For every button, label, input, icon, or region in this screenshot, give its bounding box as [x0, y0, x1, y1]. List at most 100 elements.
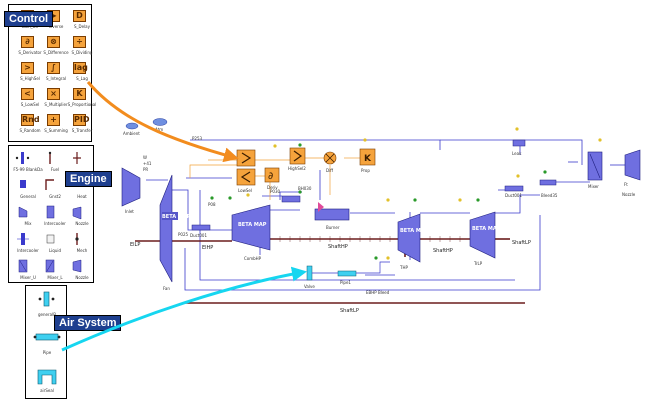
engine-item-f5-99-blankda[interactable]: F5-99 BlankDa [11, 149, 45, 179]
derivative-icon: ∂ [268, 171, 273, 182]
engine-item-label: Nozzle [75, 275, 89, 280]
engine-item-gnst2[interactable]: Gnst2 [38, 176, 72, 206]
engine-item-general[interactable]: General [11, 176, 45, 206]
engine-item-mixer-l[interactable]: Mixer_L [38, 257, 72, 287]
pr-label: PR [143, 167, 148, 172]
bleed-box-component[interactable] [281, 195, 301, 203]
atm-cloud-icon[interactable]: Atm [152, 118, 168, 133]
control-item-label: S_Derivator [18, 50, 42, 55]
engine-item-mixer-u[interactable]: Mixer_U [11, 257, 45, 287]
engine-item-mix[interactable]: Mix [11, 203, 45, 233]
fuel-icon [48, 151, 52, 164]
fan-label: Fan [163, 286, 170, 291]
bleed35-label: Bleed35 [541, 193, 558, 198]
engine-item-fuel[interactable]: Fuel [38, 149, 72, 179]
burner-component[interactable]: Burner [314, 208, 350, 230]
engine-item-label: Liquid [48, 248, 62, 253]
inlet-component[interactable]: Inlet [121, 167, 141, 214]
ambient-cloud-icon[interactable]: Ambient [123, 122, 140, 136]
pipe1-component[interactable]: Pipe1 [337, 270, 357, 285]
air-item-label: airSeal [40, 388, 54, 393]
diff-label: Diff [326, 168, 333, 173]
control-item-s-difference[interactable]: ⊗S_Difference [39, 35, 73, 59]
p030-label: P030 [270, 189, 281, 194]
engine-item-intercooler[interactable]: Intercooler [11, 230, 45, 260]
shaft-lp-label: ShaftLP [512, 240, 531, 246]
p08-label: P08 [208, 202, 216, 207]
fan-map-label: BETA MAP [162, 214, 191, 220]
difference-block[interactable]: Diff [323, 151, 337, 173]
control-palette-title[interactable]: Control [4, 11, 54, 27]
el-hp-label: ElHP [202, 245, 213, 251]
air-item-airseal[interactable]: airSeal [30, 366, 64, 396]
sensor-dots [210, 127, 602, 260]
leak-component[interactable]: Leak [512, 139, 526, 156]
control-item-s-highsel[interactable]: >S_HighSel [13, 61, 47, 85]
air-item-pipe[interactable]: Pipe [30, 328, 64, 358]
engine-item-mech[interactable]: Mech [65, 230, 99, 260]
liquid-icon [46, 234, 55, 244]
lp-turbine-component[interactable]: BETA MAP TrLP [469, 211, 501, 266]
engine-item-blank[interactable] [65, 149, 99, 179]
duct-right-component[interactable] [504, 185, 524, 192]
control-block-icon: D [73, 10, 86, 22]
control-block-icon: lag [73, 62, 88, 74]
control-palette: ⇒Gain_Off▶InverseDS_Delay∂S_Derivator⊗S_… [8, 4, 96, 142]
gearbox-icon [45, 179, 54, 190]
leak-label: Leak [512, 151, 522, 156]
engine-item-liquid[interactable]: Liquid [38, 230, 72, 260]
cyan-drag-arrow [61, 266, 307, 352]
engine-palette-title[interactable]: Engine [65, 171, 112, 187]
highsel2-block[interactable]: HighSel2 [288, 147, 306, 171]
proportional-block[interactable]: K Prop [359, 148, 376, 173]
ambient-label: Ambient [123, 131, 140, 136]
lowsel-label: LowSel [238, 188, 252, 193]
control-item-label: S_Lag [76, 76, 88, 81]
air-system-palette-title[interactable]: Air System [54, 315, 122, 331]
control-item-s-lowsel[interactable]: <S_LowSel [13, 87, 47, 111]
control-block-icon: PID [73, 114, 90, 126]
lowsel-block[interactable]: LowSel [236, 168, 256, 193]
control-item-s-derivator[interactable]: ∂ S_Derivator [13, 35, 47, 59]
valve-component[interactable]: Valve [304, 265, 315, 289]
lpt-map-label: BETA MAP [472, 226, 501, 232]
engine-item-label: Mixer_L [47, 275, 63, 280]
hp-turbine-component[interactable]: BETA MAP THP [397, 213, 429, 270]
el-lp-label: ElLP [130, 242, 140, 248]
control-item-s-multiplier[interactable]: × S_Multiplier [39, 87, 73, 111]
hp-compressor-component[interactable]: BETA MAP CombHP [231, 204, 271, 261]
control-item-s-summing[interactable]: +S_Summing [39, 113, 73, 137]
nozzle-label: Nozzle [622, 192, 636, 197]
inlet-label: Inlet [125, 209, 134, 214]
control-item-label: S_Multiplier [44, 102, 68, 107]
control-item-s-dividing[interactable]: ÷S_Dividing [65, 35, 99, 59]
control-block-icon: ∂ [21, 36, 34, 48]
control-block-icon: < [21, 88, 34, 100]
air-item-generalB[interactable]: generalB [30, 290, 64, 320]
control-item-s-integral[interactable]: ∫S_Integral [39, 61, 73, 85]
control-block-icon: ∫ [47, 62, 60, 74]
bleed35-component[interactable] [539, 179, 557, 186]
control-block-icon: × [47, 88, 60, 100]
nozzle-component[interactable]: Ft Nozzle [622, 149, 641, 197]
fan-component[interactable]: BETA MAP Fan [159, 174, 191, 291]
shaft-hp-right-label: ShaftHP [433, 248, 453, 254]
duct-component[interactable]: Duct001 [190, 224, 211, 238]
derivative-block[interactable]: ∂ Deriv [264, 167, 280, 190]
engine-item-intercooler[interactable]: Intercooler [38, 203, 72, 233]
control-block-icon: > [21, 62, 34, 74]
engine-item-label: Heat [77, 194, 87, 199]
pipe1-label: Pipe1 [340, 280, 351, 285]
engine-item-nozzle[interactable]: Nozzle [65, 257, 99, 287]
fuel-input-component[interactable] [318, 202, 324, 212]
intercooler-icon [46, 205, 55, 219]
mixer-component[interactable]: Mixer [587, 151, 603, 189]
engine-item-nozzle[interactable]: Nozzle [65, 203, 99, 233]
